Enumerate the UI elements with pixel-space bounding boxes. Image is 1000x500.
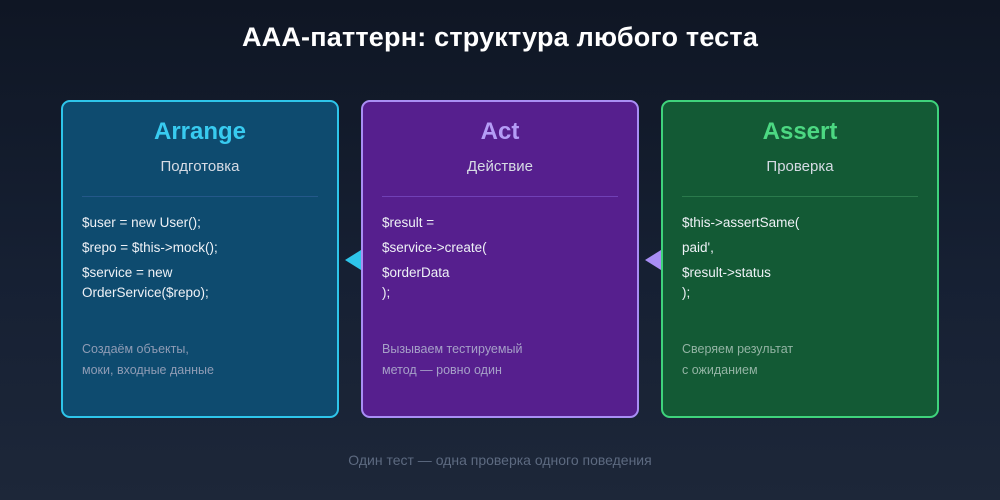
code-line: $result =	[382, 215, 435, 230]
code-block: $this->assertSame( paid', $result->statu…	[682, 213, 922, 308]
card-title: Act	[480, 118, 520, 145]
code-block: $user = new User(); $repo = $this->mock(…	[82, 213, 322, 308]
assert-card: Assert Проверка $this->assertSame( paid'…	[661, 100, 939, 418]
card-divider	[82, 196, 318, 197]
card-subtitle: Подготовка	[160, 158, 240, 175]
code-line: $repo = $this->mock();	[82, 240, 218, 255]
code-block: $result = $service->create( $orderData )…	[382, 213, 622, 308]
description-line: моки, входные данные	[82, 363, 214, 377]
description-line: метод — ровно один	[382, 363, 502, 377]
code-line: paid',	[682, 240, 714, 255]
card-description: Сверяем результат с ожиданием	[682, 339, 922, 381]
act-card: Act Действие $result = $service->create(…	[361, 100, 639, 418]
code-line: $orderData );	[382, 265, 450, 300]
card-divider	[382, 196, 618, 197]
code-line: $this->assertSame(	[682, 215, 800, 230]
code-line: $service = new OrderService($repo);	[82, 265, 209, 300]
arrange-card: Arrange Подготовка $user = new User(); $…	[61, 100, 339, 418]
footer-note: Один тест — одна проверка одного поведен…	[348, 452, 652, 468]
card-description: Вызываем тестируемый метод — ровно один	[382, 339, 622, 381]
code-line: $user = new User();	[82, 215, 201, 230]
card-title: Assert	[762, 118, 838, 145]
arrow-left-icon	[645, 250, 661, 270]
card-description: Создаём объекты, моки, входные данные	[82, 339, 322, 381]
arrow-left-icon	[345, 250, 361, 270]
description-line: Создаём объекты,	[82, 342, 189, 356]
description-line: Сверяем результат	[682, 342, 794, 356]
card-divider	[682, 196, 918, 197]
description-line: с ожиданием	[682, 363, 758, 377]
card-subtitle: Проверка	[766, 158, 834, 175]
card-subtitle: Действие	[467, 158, 533, 175]
code-line: $service->create(	[382, 240, 487, 255]
code-line: $result->status );	[682, 265, 771, 300]
diagram-title: AAA-паттерн: структура любого теста	[241, 22, 759, 52]
description-line: Вызываем тестируемый	[382, 342, 523, 356]
card-title: Arrange	[153, 118, 247, 145]
